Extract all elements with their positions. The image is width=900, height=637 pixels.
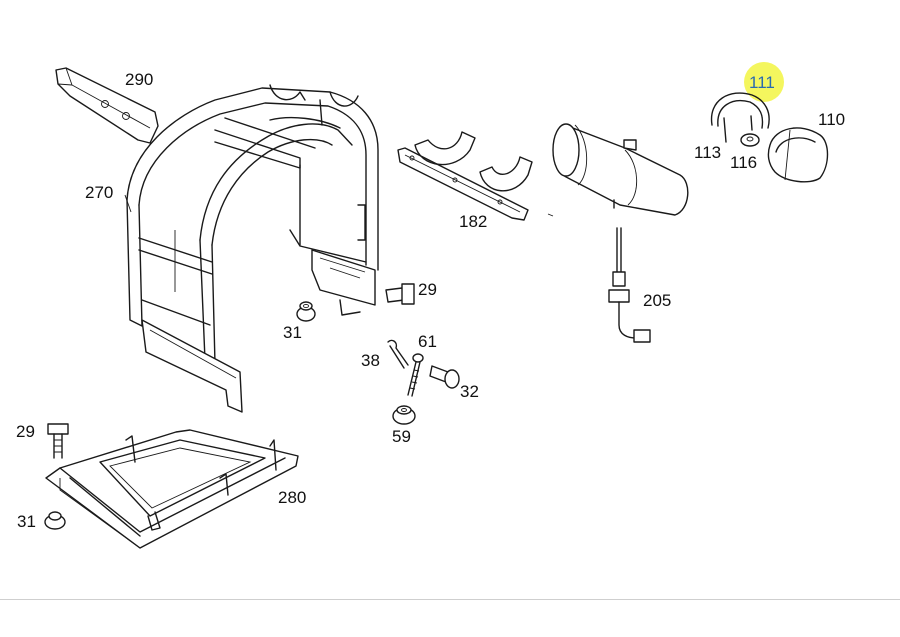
part-38-cotter-pin bbox=[387, 339, 409, 369]
label-270[interactable]: 270 bbox=[85, 183, 113, 202]
part-31-nut-lower bbox=[44, 511, 66, 530]
label-290[interactable]: 290 bbox=[125, 70, 153, 89]
part-111-highlight bbox=[744, 62, 784, 102]
label-38[interactable]: 38 bbox=[361, 351, 380, 370]
part-111-strap bbox=[710, 92, 770, 143]
label-29-upper[interactable]: 29 bbox=[418, 280, 437, 299]
bottom-divider bbox=[0, 599, 900, 600]
label-32[interactable]: 32 bbox=[460, 382, 479, 401]
label-111[interactable]: 111 bbox=[749, 73, 775, 92]
label-31-lower[interactable]: 31 bbox=[17, 512, 36, 531]
part-29-bolt-upper bbox=[385, 283, 415, 305]
label-61[interactable]: 61 bbox=[418, 332, 437, 351]
part-110-band bbox=[767, 127, 829, 183]
part-31-nut-upper bbox=[296, 301, 316, 322]
label-280[interactable]: 280 bbox=[278, 488, 306, 507]
part-290-bracket bbox=[55, 67, 159, 144]
label-59[interactable]: 59 bbox=[392, 427, 411, 446]
part-29-bolt-lower bbox=[47, 423, 69, 459]
part-270-frame bbox=[124, 84, 379, 413]
label-182[interactable]: 182 bbox=[459, 212, 487, 231]
label-205[interactable]: 205 bbox=[643, 291, 671, 310]
label-29-lower[interactable]: 29 bbox=[16, 422, 35, 441]
label-31-upper[interactable]: 31 bbox=[283, 323, 302, 342]
part-32-pin bbox=[429, 365, 460, 389]
label-113[interactable]: 113 bbox=[694, 143, 721, 162]
part-59-nut bbox=[392, 405, 416, 425]
part-61-screw bbox=[407, 353, 424, 397]
part-280-base-frame bbox=[45, 429, 299, 549]
part-116-nut bbox=[740, 133, 760, 147]
label-110[interactable]: 110 bbox=[818, 110, 845, 129]
label-116[interactable]: 116 bbox=[730, 153, 757, 172]
part-205-air-tank bbox=[552, 123, 689, 343]
part-182-saddle-bracket bbox=[397, 131, 554, 221]
